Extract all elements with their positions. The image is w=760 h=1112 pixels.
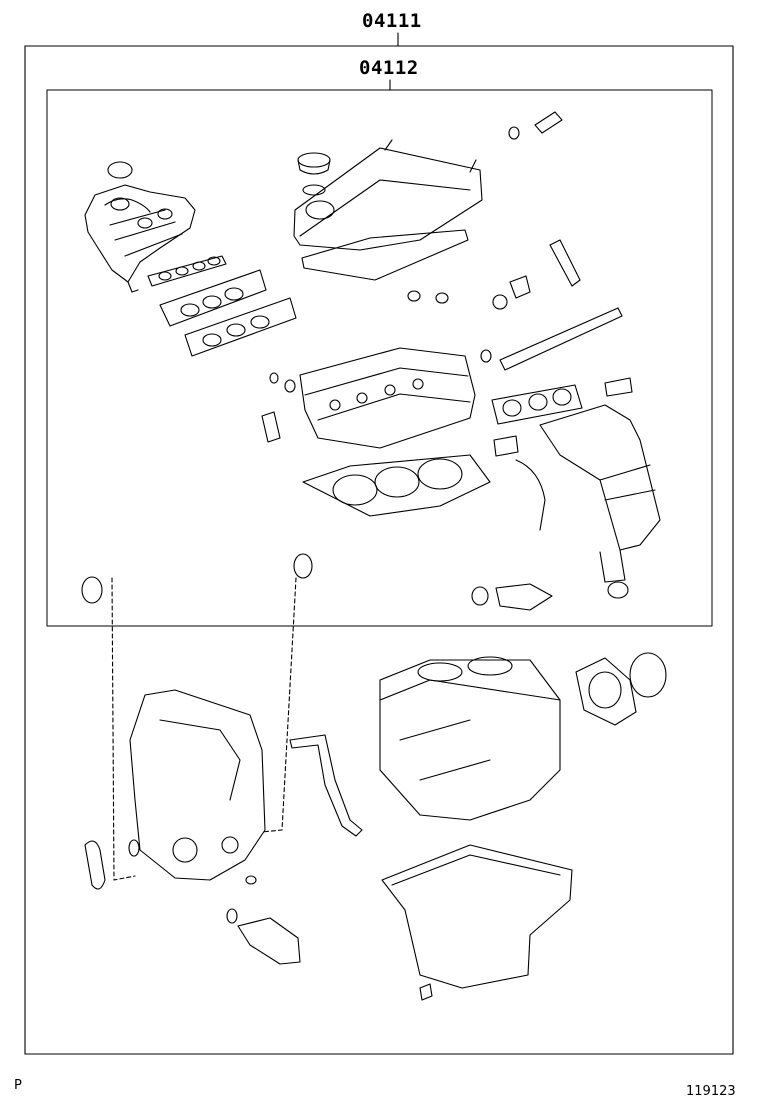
crankshaft-rear-oil-seal bbox=[629, 652, 667, 698]
exhaust-gasket-holes bbox=[502, 388, 572, 417]
port-gasket-holes bbox=[180, 287, 270, 347]
drain-plug-gasket-small bbox=[245, 875, 257, 885]
camshaft-oil-seal bbox=[293, 553, 313, 579]
plug-tube-seal-2 bbox=[435, 292, 449, 304]
exhaust-manifold-gasket-lower bbox=[184, 297, 297, 357]
part-number-inner-kit: 04112 bbox=[359, 57, 419, 79]
oil-pan bbox=[381, 844, 573, 989]
exhaust-ring-gasket bbox=[607, 581, 629, 599]
throttle-gasket bbox=[107, 161, 133, 179]
intake-manifold-gasket-ring-set bbox=[158, 256, 221, 281]
manifold-flange-gasket bbox=[604, 377, 633, 397]
camshaft-sensor bbox=[534, 111, 563, 134]
footer-left-code: P bbox=[14, 1078, 22, 1093]
oil-drain-plug bbox=[419, 983, 433, 1001]
cylinder-head bbox=[299, 347, 476, 449]
cylinder-head-cover bbox=[293, 139, 483, 251]
exhaust-manifold-gasket-upper bbox=[159, 269, 267, 327]
head-cover-gasket bbox=[301, 229, 469, 281]
head-small-seal bbox=[284, 379, 296, 393]
heat-insulator-gasket bbox=[493, 435, 519, 457]
delivery-pipe-o-ring bbox=[480, 349, 492, 363]
timing-chain-cover bbox=[129, 689, 266, 881]
intake-manifold-gasket bbox=[147, 255, 227, 287]
exhaust-manifold-gasket bbox=[491, 384, 583, 425]
timing-chain-tensioner-gasket bbox=[84, 840, 106, 890]
intake-manifold bbox=[84, 184, 196, 293]
part-number-outer-kit: 04111 bbox=[362, 10, 422, 32]
water-bypass-pipe bbox=[289, 734, 363, 837]
o-ring-sensor bbox=[508, 126, 520, 140]
exhaust-pipe-bend bbox=[515, 459, 546, 531]
fuel-delivery-pipe bbox=[499, 307, 623, 371]
rear-oil-seal-retainer bbox=[575, 657, 637, 726]
catalytic-converter-exhaust-manifold bbox=[539, 404, 661, 583]
water-inlet-housing bbox=[237, 917, 301, 965]
fuel-injector bbox=[549, 239, 581, 287]
outer-kit-frame bbox=[24, 45, 734, 1055]
inner-kit-frame bbox=[46, 89, 713, 627]
water-inlet-o-ring bbox=[226, 908, 238, 924]
cylinder-block bbox=[379, 656, 561, 821]
seal-ring-right bbox=[471, 586, 489, 606]
plug-tube-seal-1 bbox=[407, 290, 421, 302]
assembly-dashed-lines bbox=[111, 577, 297, 881]
head-plug-seal bbox=[269, 372, 279, 384]
cylinder-head-gasket bbox=[302, 454, 491, 517]
oil-filler-cap bbox=[297, 152, 331, 175]
exhaust-pipe-gasket bbox=[495, 583, 553, 611]
crankshaft-front-oil-seal bbox=[81, 576, 103, 604]
water-outlet-gasket bbox=[261, 411, 281, 443]
footer-illustration-number: 119123 bbox=[686, 1084, 736, 1099]
oil-seal-small bbox=[492, 294, 508, 310]
vvt-sensor-bracket bbox=[509, 275, 531, 299]
cover-o-ring bbox=[128, 839, 140, 857]
filler-cap-gasket bbox=[302, 184, 326, 196]
